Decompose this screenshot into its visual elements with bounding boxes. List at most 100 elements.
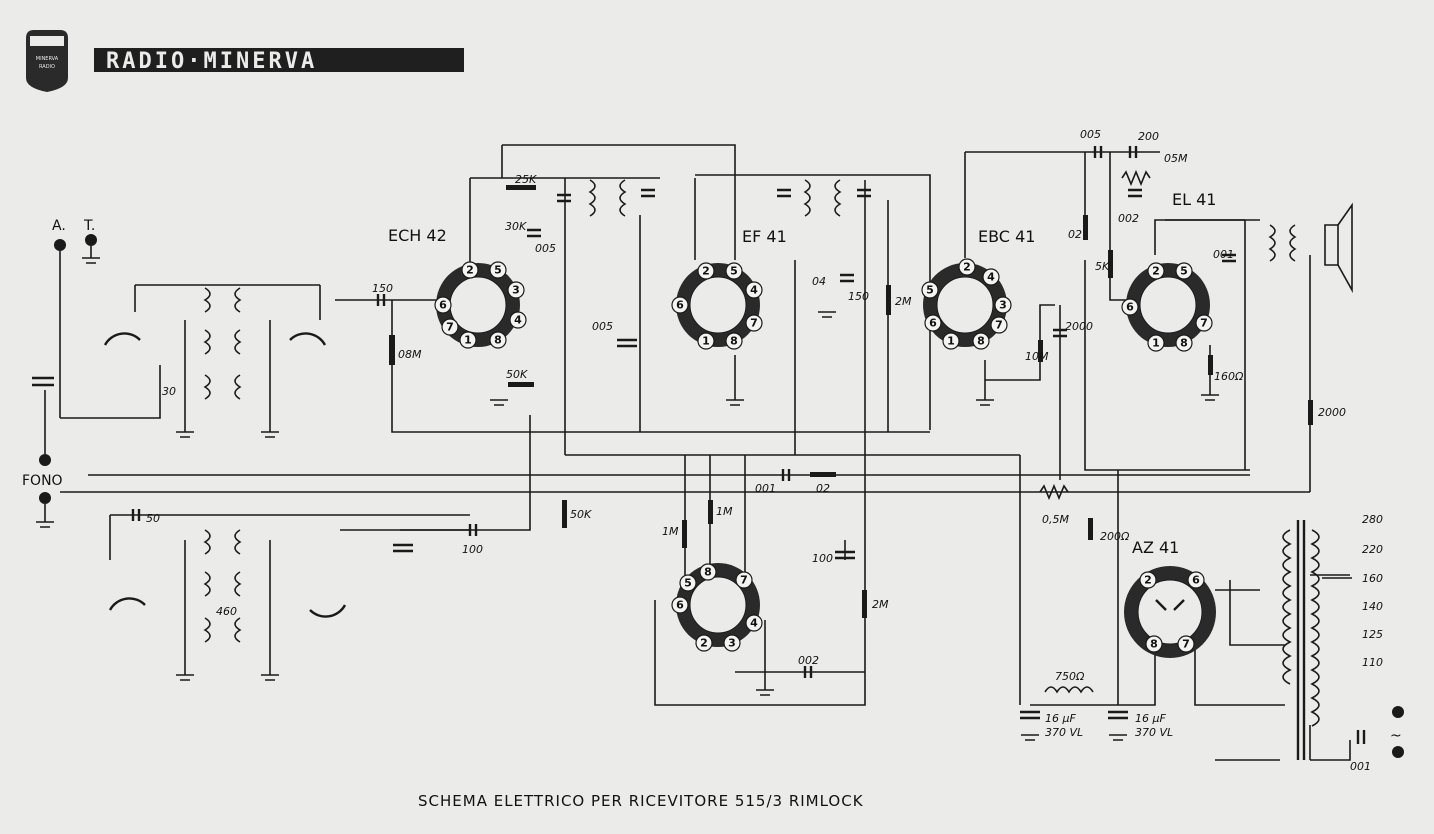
input-terminals <box>39 234 1404 758</box>
phono-label: FONO <box>22 473 63 489</box>
svg-text:005: 005 <box>1080 128 1101 141</box>
svg-text:7: 7 <box>740 574 748 587</box>
svg-text:2: 2 <box>466 264 474 277</box>
loudspeaker <box>1324 202 1353 294</box>
svg-text:005: 005 <box>592 320 613 333</box>
coil-assemblies <box>203 179 1320 760</box>
svg-text:6: 6 <box>439 299 447 312</box>
svg-text:160Ω: 160Ω <box>1214 370 1244 383</box>
diagram-caption: SCHEMA ELETTRICO PER RICEVITORE 515/3 RI… <box>418 792 864 810</box>
tube-5: 5 8 7 6 4 2 3 <box>671 563 763 652</box>
tube-az41: 2 6 8 7 <box>1124 566 1216 658</box>
earth-terminal[interactable] <box>85 234 97 246</box>
svg-text:50K: 50K <box>506 368 528 381</box>
svg-text:2M: 2M <box>872 598 889 611</box>
svg-text:25K: 25K <box>515 173 537 186</box>
svg-text:7: 7 <box>750 317 758 330</box>
svg-text:1: 1 <box>1152 337 1160 350</box>
svg-text:2M: 2M <box>895 295 912 308</box>
svg-text:002: 002 <box>798 654 819 667</box>
svg-text:160: 160 <box>1362 572 1383 585</box>
ground-symbols <box>36 257 1219 741</box>
svg-text:4: 4 <box>987 271 995 284</box>
svg-text:7: 7 <box>446 321 454 334</box>
svg-text:5: 5 <box>730 265 738 278</box>
svg-text:3: 3 <box>728 637 736 650</box>
tube-ef41-label: EF 41 <box>742 227 787 246</box>
svg-text:8: 8 <box>1180 337 1188 350</box>
svg-text:8: 8 <box>1150 638 1158 651</box>
tube-ef41: 2 5 4 6 7 1 8 <box>671 262 763 350</box>
svg-text:2: 2 <box>702 265 710 278</box>
phono-terminal-2[interactable] <box>39 492 51 504</box>
tube-az41-label: AZ 41 <box>1132 538 1179 557</box>
svg-text:002: 002 <box>1118 212 1139 225</box>
antenna-terminal[interactable] <box>54 239 66 251</box>
antenna-label: A. <box>52 218 66 234</box>
resistors <box>389 169 1313 618</box>
svg-text:3: 3 <box>999 299 1007 312</box>
svg-text:5: 5 <box>494 264 502 277</box>
tube-ech42-label: ECH 42 <box>388 226 447 245</box>
tube-ech42: 2 5 3 4 6 7 1 8 <box>434 261 527 349</box>
svg-text:08M: 08M <box>398 348 422 361</box>
svg-text:5: 5 <box>1180 265 1188 278</box>
svg-text:280: 280 <box>1362 513 1383 526</box>
tube-ech42-pins: 2 5 3 4 6 7 1 8 <box>434 261 527 349</box>
svg-text:04: 04 <box>812 275 826 288</box>
svg-text:30K: 30K <box>505 220 527 233</box>
earth-label: T. <box>83 218 95 234</box>
svg-text:2000: 2000 <box>1065 320 1093 333</box>
tube-el41: 2 5 6 7 1 8 <box>1121 262 1213 352</box>
mains-terminal-2[interactable] <box>1392 746 1404 758</box>
mains-terminal-1[interactable] <box>1392 706 1404 718</box>
svg-text:140: 140 <box>1362 600 1383 613</box>
svg-text:02: 02 <box>816 482 830 495</box>
svg-text:16 μF: 16 μF <box>1045 712 1076 725</box>
svg-text:1: 1 <box>702 335 710 348</box>
circuit-wiring <box>59 144 1351 761</box>
svg-text:750Ω: 750Ω <box>1055 670 1085 683</box>
wave-switches <box>103 332 347 618</box>
tube-ebc41: 2 4 3 5 6 1 8 7 <box>921 258 1012 350</box>
logo-text-minerva: MINERVA <box>36 56 59 62</box>
svg-text:1M: 1M <box>662 525 679 538</box>
svg-text:8: 8 <box>977 335 985 348</box>
svg-text:7: 7 <box>1182 638 1190 651</box>
svg-text:001: 001 <box>1350 760 1371 773</box>
svg-text:100: 100 <box>812 552 833 565</box>
svg-text:6: 6 <box>676 599 684 612</box>
svg-text:5: 5 <box>684 577 692 590</box>
svg-text:370 VL: 370 VL <box>1135 726 1173 739</box>
svg-text:100: 100 <box>462 543 483 556</box>
svg-text:6: 6 <box>929 317 937 330</box>
svg-text:8: 8 <box>704 566 712 579</box>
svg-text:4: 4 <box>750 617 758 630</box>
voltage-taps: 280 220 160 140 125 110 ~ <box>1322 513 1402 744</box>
svg-text:1: 1 <box>464 334 472 347</box>
svg-text:7: 7 <box>995 319 1003 332</box>
svg-text:6: 6 <box>676 299 684 312</box>
tube-el41-label: EL 41 <box>1172 190 1216 209</box>
svg-text:2000: 2000 <box>1318 406 1346 419</box>
mains-symbol: ~ <box>1390 728 1402 744</box>
svg-text:2: 2 <box>1144 574 1152 587</box>
svg-text:001: 001 <box>755 482 776 495</box>
svg-text:150: 150 <box>848 290 869 303</box>
phono-terminal-1[interactable] <box>39 454 51 466</box>
svg-text:02: 02 <box>1068 228 1082 241</box>
tube-ebc41-label: EBC 41 <box>978 227 1035 246</box>
svg-text:2: 2 <box>700 637 708 650</box>
logo-text-radio: RADIO <box>39 64 55 70</box>
svg-text:05M: 05M <box>1164 152 1188 165</box>
svg-text:10M: 10M <box>1025 350 1049 363</box>
svg-text:1: 1 <box>947 335 955 348</box>
component-labels: 150 08M 30 25K 30K 005 005 50K 2M 04 150… <box>146 128 1371 773</box>
svg-text:005: 005 <box>535 242 556 255</box>
svg-text:0,5M: 0,5M <box>1042 513 1069 526</box>
svg-text:5K: 5K <box>1095 260 1110 273</box>
svg-text:1M: 1M <box>716 505 733 518</box>
svg-text:200: 200 <box>1138 130 1159 143</box>
